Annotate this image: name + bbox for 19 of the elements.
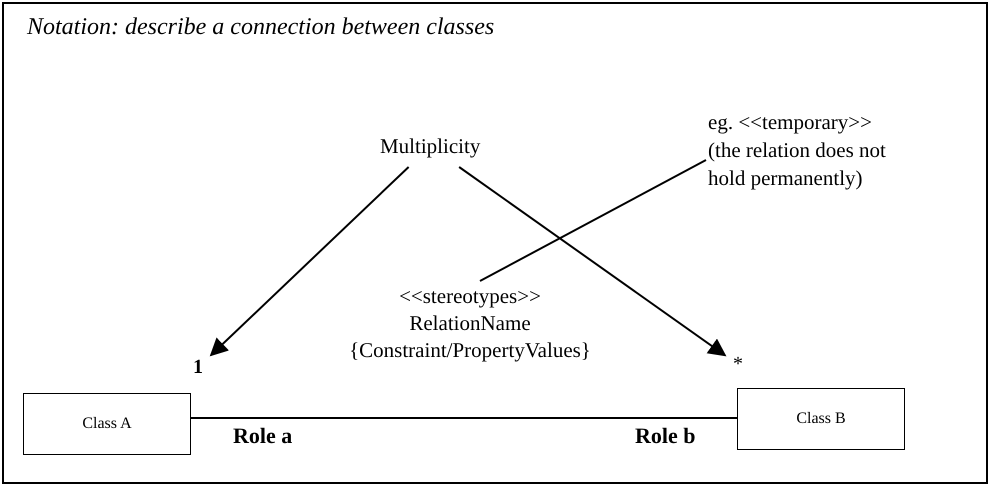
relation-name: RelationName: [408, 310, 532, 337]
role-label: Role b: [635, 423, 696, 449]
note-text: eg. <<temporary>>: [708, 109, 873, 136]
class-name: Class B: [796, 410, 846, 428]
class-box: [23, 393, 191, 455]
leader-line: [480, 159, 706, 282]
diagram-title: Notation: describe a connection between classes: [27, 14, 494, 41]
association-line: [191, 417, 737, 419]
stereotype-text: <<stereotypes>>: [398, 283, 542, 310]
constraint-text: {Constraint/PropertyValues}: [348, 337, 592, 364]
arrow: [458, 166, 726, 356]
class-name: Class A: [82, 415, 132, 433]
label-text: Multiplicity: [380, 134, 480, 159]
multiplicity-text: 1: [193, 356, 203, 379]
role-label: Role a: [233, 423, 292, 449]
note-text: (the relation does not hold permanently): [708, 137, 887, 192]
class-box: [737, 388, 905, 450]
arrow: [210, 166, 410, 356]
multiplicity-text: *: [733, 353, 743, 376]
